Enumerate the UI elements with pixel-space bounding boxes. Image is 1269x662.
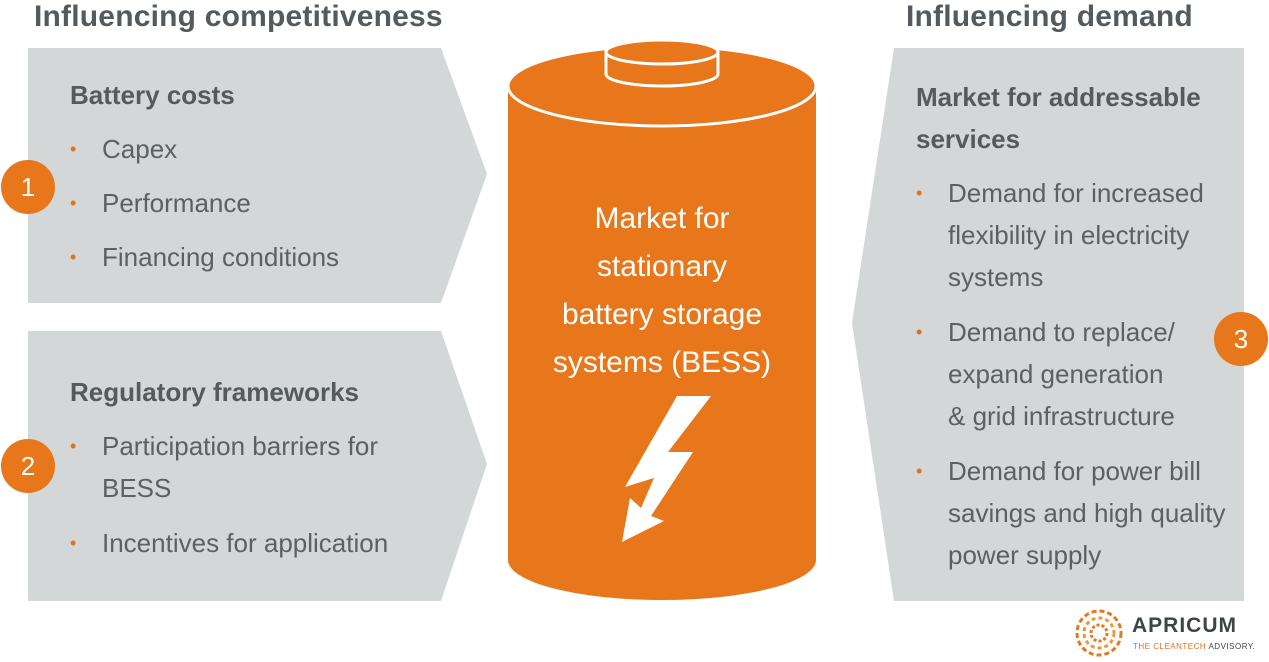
- battery-costs-title: Battery costs: [70, 80, 235, 110]
- battery-body: [508, 86, 816, 600]
- battery-label-line: Market for: [594, 202, 730, 235]
- regulatory-list: Participation barriers for BESS Incentiv…: [70, 425, 430, 564]
- demand-list: Demand for increased flexibility in elec…: [916, 172, 1234, 576]
- heading-influencing-competitiveness: Influencing competitiveness: [34, 0, 443, 33]
- list-item: Participation barriers for BESS: [70, 425, 430, 509]
- list-item: Capex: [70, 128, 430, 170]
- battery-costs-list: Capex Performance Financing conditions: [70, 128, 430, 278]
- list-item: Financing conditions: [70, 236, 430, 278]
- list-item: Demand for increased flexibility in elec…: [916, 172, 1234, 298]
- battery-label-line: stationary: [596, 250, 728, 283]
- step-badge-1: 1: [1, 160, 55, 214]
- list-item: Demand for power bill savings and high q…: [916, 450, 1234, 576]
- battery-label-line: battery storage: [561, 298, 763, 331]
- heading-influencing-demand: Influencing demand: [906, 0, 1193, 33]
- step-badge-2: 2: [1, 439, 55, 493]
- addressable-services-title: Market for addressable services: [916, 82, 1201, 154]
- tagline-accent: THE CLEANTECH: [1133, 642, 1207, 651]
- battery-terminal-top: [604, 38, 720, 66]
- list-item: Demand to replace/ expand generation & g…: [916, 311, 1186, 437]
- battery-label: Market for stationary battery storage sy…: [508, 195, 816, 387]
- battery-label-line: systems (BESS): [552, 346, 772, 379]
- list-item: Performance: [70, 182, 430, 224]
- apricum-logo-mark: [1075, 609, 1123, 657]
- battery-icon: [506, 38, 818, 600]
- regulatory-frameworks-title: Regulatory frameworks: [70, 377, 359, 407]
- step-badge-3: 3: [1214, 312, 1268, 366]
- tagline-rest: ADVISORY.: [1208, 642, 1256, 651]
- list-item: Incentives for application: [70, 522, 430, 564]
- apricum-logo-text: APRICUM: [1132, 614, 1237, 637]
- apricum-tagline: THE CLEANTECH ADVISORY.: [1133, 642, 1255, 651]
- lightning-bolt-icon: [622, 396, 711, 542]
